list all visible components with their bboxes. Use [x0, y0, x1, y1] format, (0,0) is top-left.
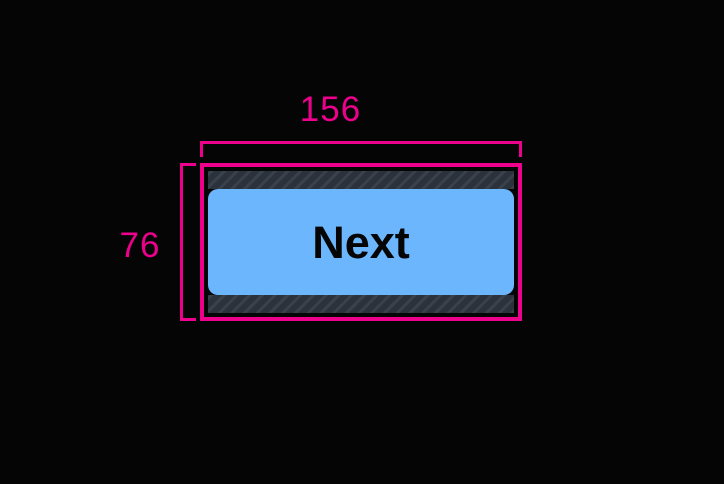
element-bounding-box: Next: [200, 163, 522, 321]
height-bracket-tick-bottom: [180, 318, 196, 321]
height-dimension-label: 76: [119, 226, 161, 265]
height-measurement-bracket: [180, 163, 202, 321]
width-measurement-bracket: [200, 141, 522, 163]
width-bracket-tick-right: [519, 141, 522, 157]
width-bracket-tick-left: [200, 141, 203, 157]
next-button[interactable]: Next: [208, 189, 514, 295]
padding-band-bottom: [208, 295, 514, 313]
height-bracket-bar: [180, 163, 183, 321]
width-dimension-label: 156: [299, 90, 362, 129]
next-button-label: Next: [312, 216, 410, 268]
height-bracket-tick-top: [180, 163, 196, 166]
width-bracket-bar: [200, 141, 522, 144]
padding-band-top: [208, 171, 514, 189]
